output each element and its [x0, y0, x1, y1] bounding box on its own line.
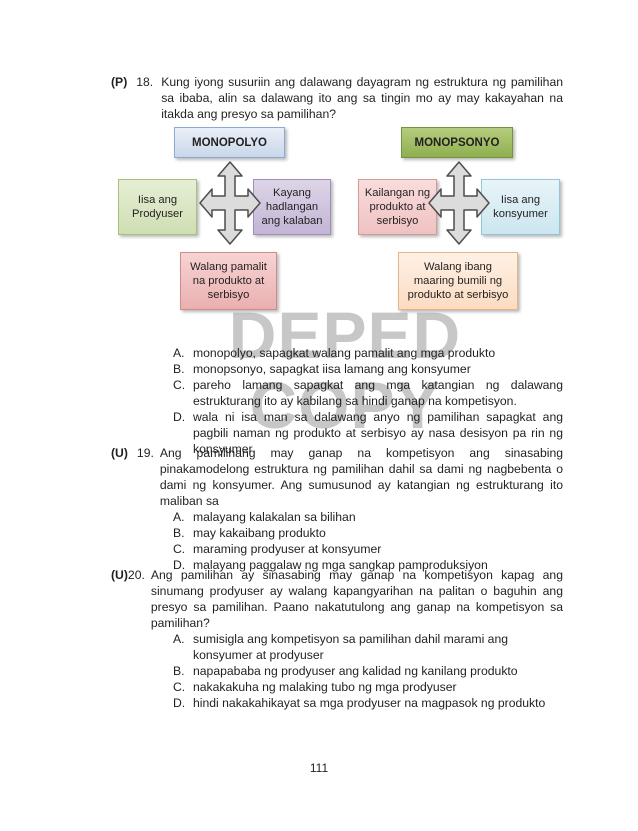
question-tag: (U) — [111, 568, 128, 582]
monopsonyo-left-text: Kailangan ng produkto at serbisyo — [364, 187, 431, 227]
monopolyo-bottom-box: Walang pamalit na produkto at serbisyo — [180, 252, 277, 310]
question-tag: (U) — [111, 446, 128, 460]
option-a: A.malayang kalakalan sa bilihan — [173, 510, 356, 524]
monopolyo-title: MONOPOLYO — [192, 136, 267, 149]
option-b: B.napapababa ng prodyuser ang kalidad ng… — [173, 664, 518, 678]
question-19: (U) 19. Ang pamilihang may ganap na komp… — [111, 445, 563, 573]
question-18-options: A.monopolyo, sapagkat walang pamalit ang… — [173, 345, 563, 457]
question-number: 20. — [127, 568, 145, 582]
option-a: A.sumisigla ang kompetisyon sa pamilihan… — [173, 632, 509, 662]
monopolyo-left-box: Iisa ang Prodyuser — [118, 179, 197, 235]
option-d: D.wala ni isa man sa dalawang anyo ng pa… — [173, 410, 563, 456]
question-text: Ang pamilihang may ganap na kompetisyon … — [159, 446, 563, 508]
question-18: (P) 18. Kung iyong susuriin ang dalawang… — [111, 74, 563, 122]
option-b: B.monopsonyo, sapagkat iisa lamang ang k… — [173, 362, 471, 376]
monopolyo-left-text: Iisa ang Prodyuser — [132, 194, 183, 220]
question-20: (U) 20. Ang pamilihan ay sinasabing may … — [111, 567, 563, 711]
monopsonyo-right-text: Iisa ang konsyumer — [493, 194, 548, 220]
monopsonyo-title-box: MONOPSONYO — [401, 127, 513, 158]
monopsonyo-right-box: Iisa ang konsyumer — [481, 179, 560, 235]
question-text: Kung iyong susuriin ang dalawang dayagra… — [161, 75, 563, 121]
four-way-arrow-icon — [428, 161, 490, 245]
option-c: C.maraming prodyuser at konsyumer — [173, 542, 382, 556]
option-d: D.hindi nakakahikayat sa mga prodyuser n… — [173, 696, 546, 710]
monopsonyo-title: MONOPSONYO — [414, 136, 500, 149]
option-d: D.malayang paggalaw ng mga sangkap pampr… — [173, 558, 488, 572]
monopsonyo-bottom-box: Walang ibang maaring bumili ng produkto … — [398, 252, 518, 310]
monopolyo-right-text: Kayang hadlangan ang kalaban — [261, 187, 323, 227]
question-text: Ang pamilihan ay sinasabing may ganap na… — [150, 568, 563, 630]
option-b: B.may kakaibang produkto — [173, 526, 326, 540]
monopsonyo-bottom-text: Walang ibang maaring bumili ng produkto … — [407, 261, 509, 301]
monopolyo-title-box: MONOPOLYO — [174, 127, 285, 158]
four-way-arrow-icon — [199, 161, 261, 245]
monopsonyo-left-box: Kailangan ng produkto at serbisyo — [358, 179, 437, 235]
option-c: C.nakakakuha ng malaking tubo ng mga pro… — [173, 680, 457, 694]
question-number: 18. — [136, 75, 154, 89]
monopolyo-right-box: Kayang hadlangan ang kalaban — [253, 179, 331, 235]
monopolyo-bottom-text: Walang pamalit na produkto at serbisyo — [190, 261, 267, 301]
question-number: 19. — [136, 446, 154, 460]
question-tag: (P) — [111, 75, 128, 89]
page-number: 111 — [309, 761, 329, 775]
option-a: A.monopolyo, sapagkat walang pamalit ang… — [173, 346, 496, 360]
option-c: C.pareho lamang sapagkat ang mga katangi… — [173, 378, 563, 408]
